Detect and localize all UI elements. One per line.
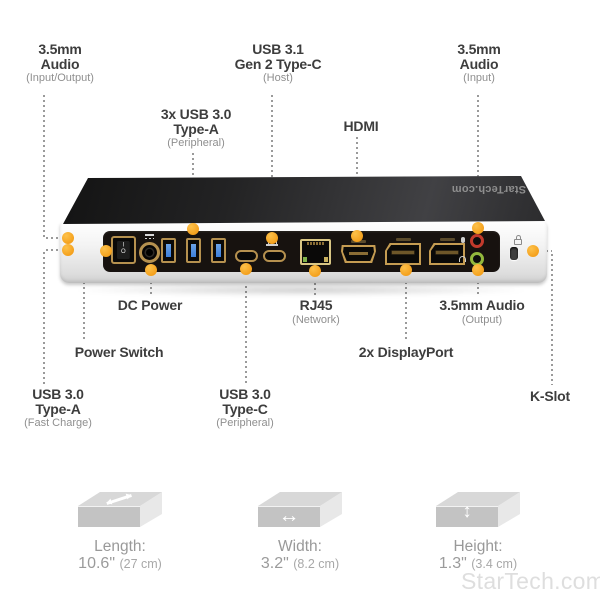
leader-line [43, 252, 45, 384]
height-arrow-icon: ↕ [462, 501, 472, 522]
leader-line [150, 277, 152, 296]
leader-line [477, 277, 479, 295]
usb-a-port-1 [161, 238, 176, 263]
leader-line [477, 95, 479, 222]
label-usb-c-peripheral: USB 3.0 Type-C (Peripheral) [216, 386, 274, 429]
usb-c-peripheral-port [235, 250, 258, 262]
leader-line [405, 277, 407, 342]
leader-line [46, 237, 61, 239]
startech-logo: StarTech.com [451, 183, 526, 195]
label-k-slot: K-Slot [529, 388, 570, 404]
audio-in-jack [470, 234, 484, 248]
kensington-slot [510, 247, 518, 260]
padlock-icon [513, 235, 523, 245]
width-box-icon [258, 492, 342, 506]
label-audio-output: 3.5mm Audio (Output) [439, 297, 525, 326]
dimension-height: ↕ Height: 1.3" (3.4 cm) [436, 492, 520, 578]
callout-dot-rj45 [309, 265, 321, 277]
usb-a-port-3 [211, 238, 226, 263]
label-audio-input: 3.5mm Audio (Input) [457, 41, 501, 84]
leader-line [245, 276, 247, 384]
callout-dot-usb-a-3x [187, 223, 199, 235]
label-audio-input-output: 3.5mm Audio (Input/Output) [26, 41, 94, 84]
docking-station: StarTech.com I O [58, 174, 548, 300]
leader-line [271, 95, 273, 232]
label-usb-a-fast-charge: USB 3.0 Type-A (Fast Charge) [24, 386, 92, 429]
hdmi-port [341, 245, 376, 263]
video-port-label-mark [440, 238, 455, 241]
label-displayport: 2x DisplayPort [358, 344, 454, 360]
leader-line [83, 252, 85, 342]
leader-line [46, 249, 61, 251]
callout-dot-power-switch [100, 245, 112, 257]
label-usb-c-host: USB 3.1 Gen 2 Type-C (Host) [234, 41, 322, 84]
dimension-width: ↔ Width: 3.2" (8.2 cm) [258, 492, 342, 578]
callout-dot-usb-c-host [266, 232, 278, 244]
callout-dot-usb-c-peripheral [240, 263, 252, 275]
leader-line [551, 254, 553, 385]
video-port-label-mark [396, 238, 411, 241]
callout-dot-audio-out [472, 264, 484, 276]
power-switch: I O [111, 236, 136, 264]
rear-port-panel: I O [103, 231, 500, 272]
rj45-port [300, 239, 331, 265]
callout-dot-audio-io [62, 232, 74, 244]
label-power-switch: Power Switch [74, 344, 164, 360]
label-usb-a-3x: 3x USB 3.0 Type-A (Peripheral) [160, 106, 232, 149]
height-box-icon [436, 492, 520, 506]
dimension-length: Length: 10.6" (27 cm) [78, 492, 162, 578]
watermark: StarTech.com [461, 568, 600, 594]
leader-line [43, 95, 45, 237]
microphone-icon [461, 237, 465, 243]
label-dc-power: DC Power [117, 297, 183, 313]
power-rocker: I O [117, 241, 130, 259]
dc-power-icon [143, 234, 156, 240]
leader-line [314, 278, 316, 295]
callout-dot-displayport [400, 264, 412, 276]
displayport-2 [429, 243, 465, 265]
displayport-1 [385, 243, 421, 265]
label-rj45: RJ45 (Network) [292, 297, 340, 326]
dock-shadow [75, 284, 527, 296]
usb-a-port-2 [186, 238, 201, 263]
callout-dot-usb-a-fast [62, 244, 74, 256]
callout-dot-dc-power [145, 264, 157, 276]
callout-dot-audio-in [472, 222, 484, 234]
dock-top-surface: StarTech.com [63, 176, 545, 224]
label-hdmi: HDMI [343, 118, 379, 134]
callout-dot-k-slot [527, 245, 539, 257]
width-arrow-icon: ↔ [278, 504, 300, 527]
callout-dot-hdmi [351, 230, 363, 242]
headphone-icon [459, 256, 466, 262]
usb-c-host-port [263, 250, 286, 262]
dc-power-jack [139, 242, 160, 263]
